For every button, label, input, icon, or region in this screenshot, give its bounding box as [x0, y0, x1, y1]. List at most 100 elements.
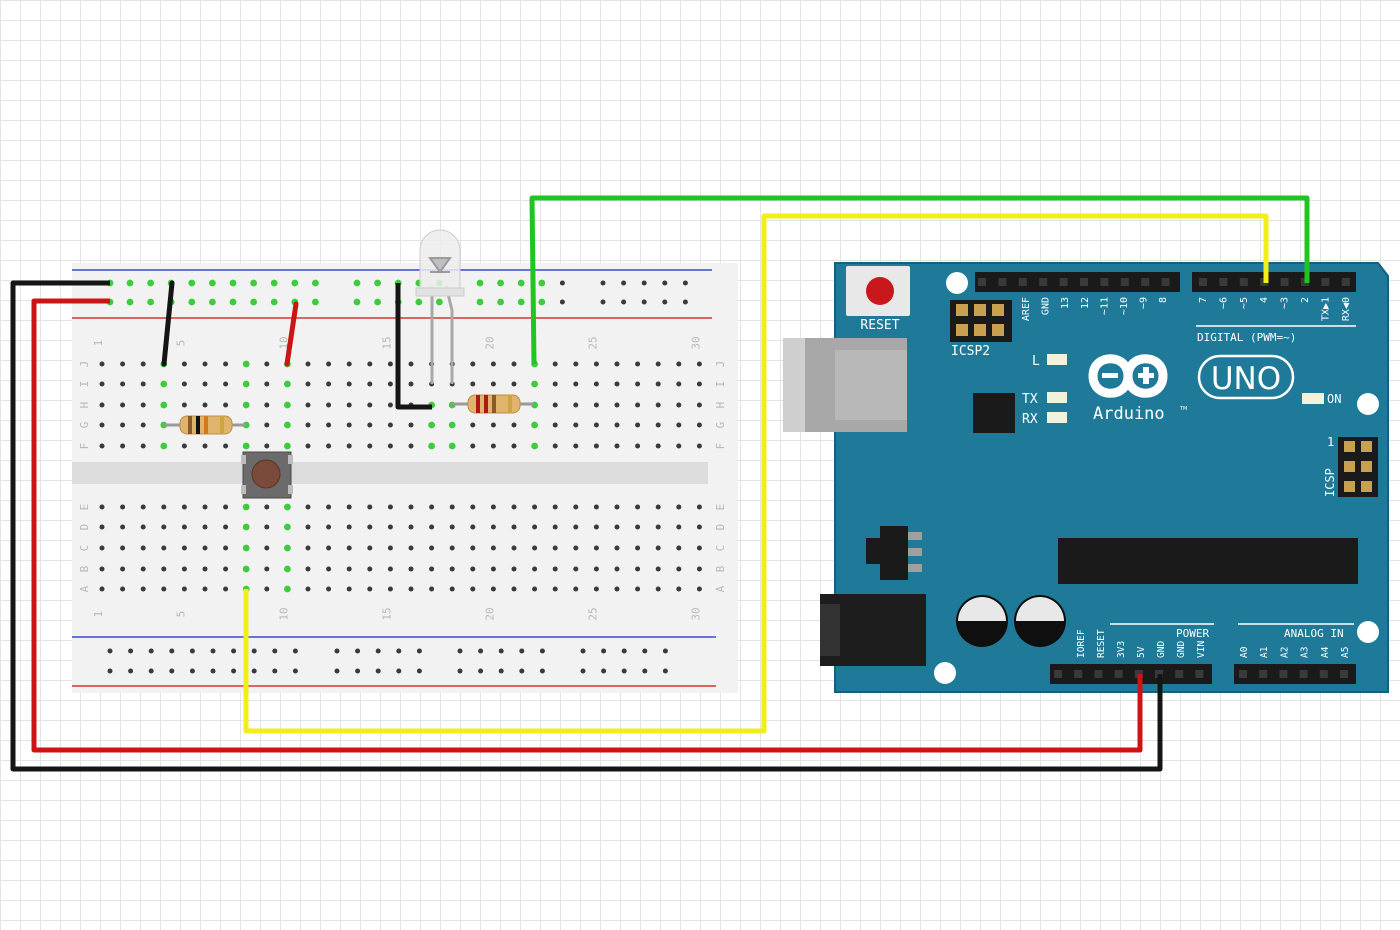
breadboard-hole [140, 361, 146, 367]
breadboard-hole [511, 566, 517, 572]
wire-5v-red-main[interactable] [31, 298, 1143, 753]
breadboard-hole [305, 545, 311, 551]
breadboard-hole [655, 504, 661, 510]
breadboard-hole [99, 566, 105, 572]
breadboard-hole [573, 586, 579, 592]
breadboard-hole [552, 422, 558, 428]
breadboard-hole [140, 443, 146, 449]
breadboard-hole [140, 402, 146, 408]
breadboard-hole [511, 381, 517, 387]
breadboard-hole [161, 524, 167, 530]
breadboard-hole [676, 545, 682, 551]
header-pin [1340, 670, 1348, 678]
breadboard-hole [593, 402, 599, 408]
breadboard-hole [593, 504, 599, 510]
breadboard-hole [614, 443, 620, 449]
breadboard-hole [614, 361, 620, 367]
breadboard-center-channel [72, 462, 708, 484]
breadboard-hole [449, 524, 455, 530]
breadboard-hole [161, 504, 167, 510]
usb-chip [973, 393, 1015, 433]
wire-led-green-pin2[interactable] [529, 195, 1310, 365]
digital-pin-label: ~10 [1119, 297, 1130, 315]
pushbutton-cap[interactable] [251, 459, 281, 489]
breadboard-hole [305, 586, 311, 592]
wire-gnd-black-main[interactable] [10, 280, 1163, 772]
breadboard-hole [429, 524, 435, 530]
led-jumper-black[interactable] [395, 283, 432, 410]
rail-hole [353, 279, 361, 287]
breadboard-hole [552, 524, 558, 530]
breadboard-hole [614, 566, 620, 572]
breadboard-hole [242, 401, 250, 409]
breadboard-hole [573, 443, 579, 449]
rail-hole [334, 668, 340, 674]
breadboard-hole [490, 443, 496, 449]
breadboard-hole [449, 566, 455, 572]
rail-hole [147, 279, 155, 287]
rail-hole [580, 648, 586, 654]
rail-hole [291, 279, 299, 287]
wire-button-yellow-pin4[interactable] [243, 213, 1269, 734]
header-pin [1199, 278, 1207, 286]
rail-hole [416, 648, 422, 654]
breadboard-hole [367, 586, 373, 592]
rail-hole [621, 648, 627, 654]
breadboard-hole [573, 504, 579, 510]
on-led-label: ON [1327, 392, 1341, 406]
digital-pin-label: GND [1041, 297, 1052, 315]
rail-hole [270, 298, 278, 306]
header-pin [1299, 670, 1308, 678]
breadboard-hole [202, 381, 208, 387]
breadboard-hole [242, 544, 250, 552]
breadboard-hole [99, 545, 105, 551]
breadboard-hole [696, 443, 702, 449]
breadboard-hole [264, 566, 270, 572]
rail-hole [538, 279, 546, 287]
breadboard-hole [490, 422, 496, 428]
analog-label: ANALOG IN [1284, 627, 1344, 640]
rail-hole [476, 279, 484, 287]
breadboard-hole [202, 586, 208, 592]
digital-pin-label: AREF [1021, 297, 1032, 321]
digital-header-left [975, 272, 1180, 292]
breadboard-hole [614, 504, 620, 510]
rail-hole [107, 648, 113, 654]
reset-button-cap[interactable] [866, 277, 894, 305]
breadboard-hole [470, 504, 476, 510]
rail-hole [353, 298, 361, 306]
row-letter: A [714, 585, 727, 592]
rail-hole [374, 298, 381, 306]
rail-hole [642, 648, 648, 654]
breadboard-hole [573, 566, 579, 572]
breadboard-hole [326, 402, 332, 408]
breadboard-hole [120, 524, 126, 530]
pushbutton[interactable] [241, 451, 293, 499]
rail-hole [355, 668, 361, 674]
breadboard-hole [552, 566, 558, 572]
breadboard-hole [448, 421, 456, 429]
breadboard-hole [696, 566, 702, 572]
rail-hole [209, 298, 216, 306]
breadboard-hole [655, 381, 661, 387]
breadboard-hole [593, 566, 599, 572]
digital-pin-label: ~5 [1239, 297, 1250, 309]
breadboard-hole [346, 422, 352, 428]
mount-hole-bottom-left [934, 662, 956, 684]
header-pin [1054, 670, 1062, 678]
power-pin-label: 3V3 [1116, 641, 1127, 658]
breadboard-hole [181, 545, 187, 551]
rail-jumper-red[interactable] [284, 301, 299, 367]
rail-hole [272, 648, 278, 654]
breadboard-hole [326, 443, 332, 449]
breadboard-hole [305, 422, 311, 428]
rail-jumper-black-1[interactable] [161, 280, 175, 367]
voltage-regulator [866, 526, 922, 580]
breadboard-hole [181, 524, 187, 530]
rail-hole [498, 648, 504, 654]
breadboard-hole [531, 421, 538, 429]
tx-led-label: TX [1022, 392, 1038, 407]
rail-hole [126, 279, 134, 287]
breadboard-hole [161, 586, 167, 592]
